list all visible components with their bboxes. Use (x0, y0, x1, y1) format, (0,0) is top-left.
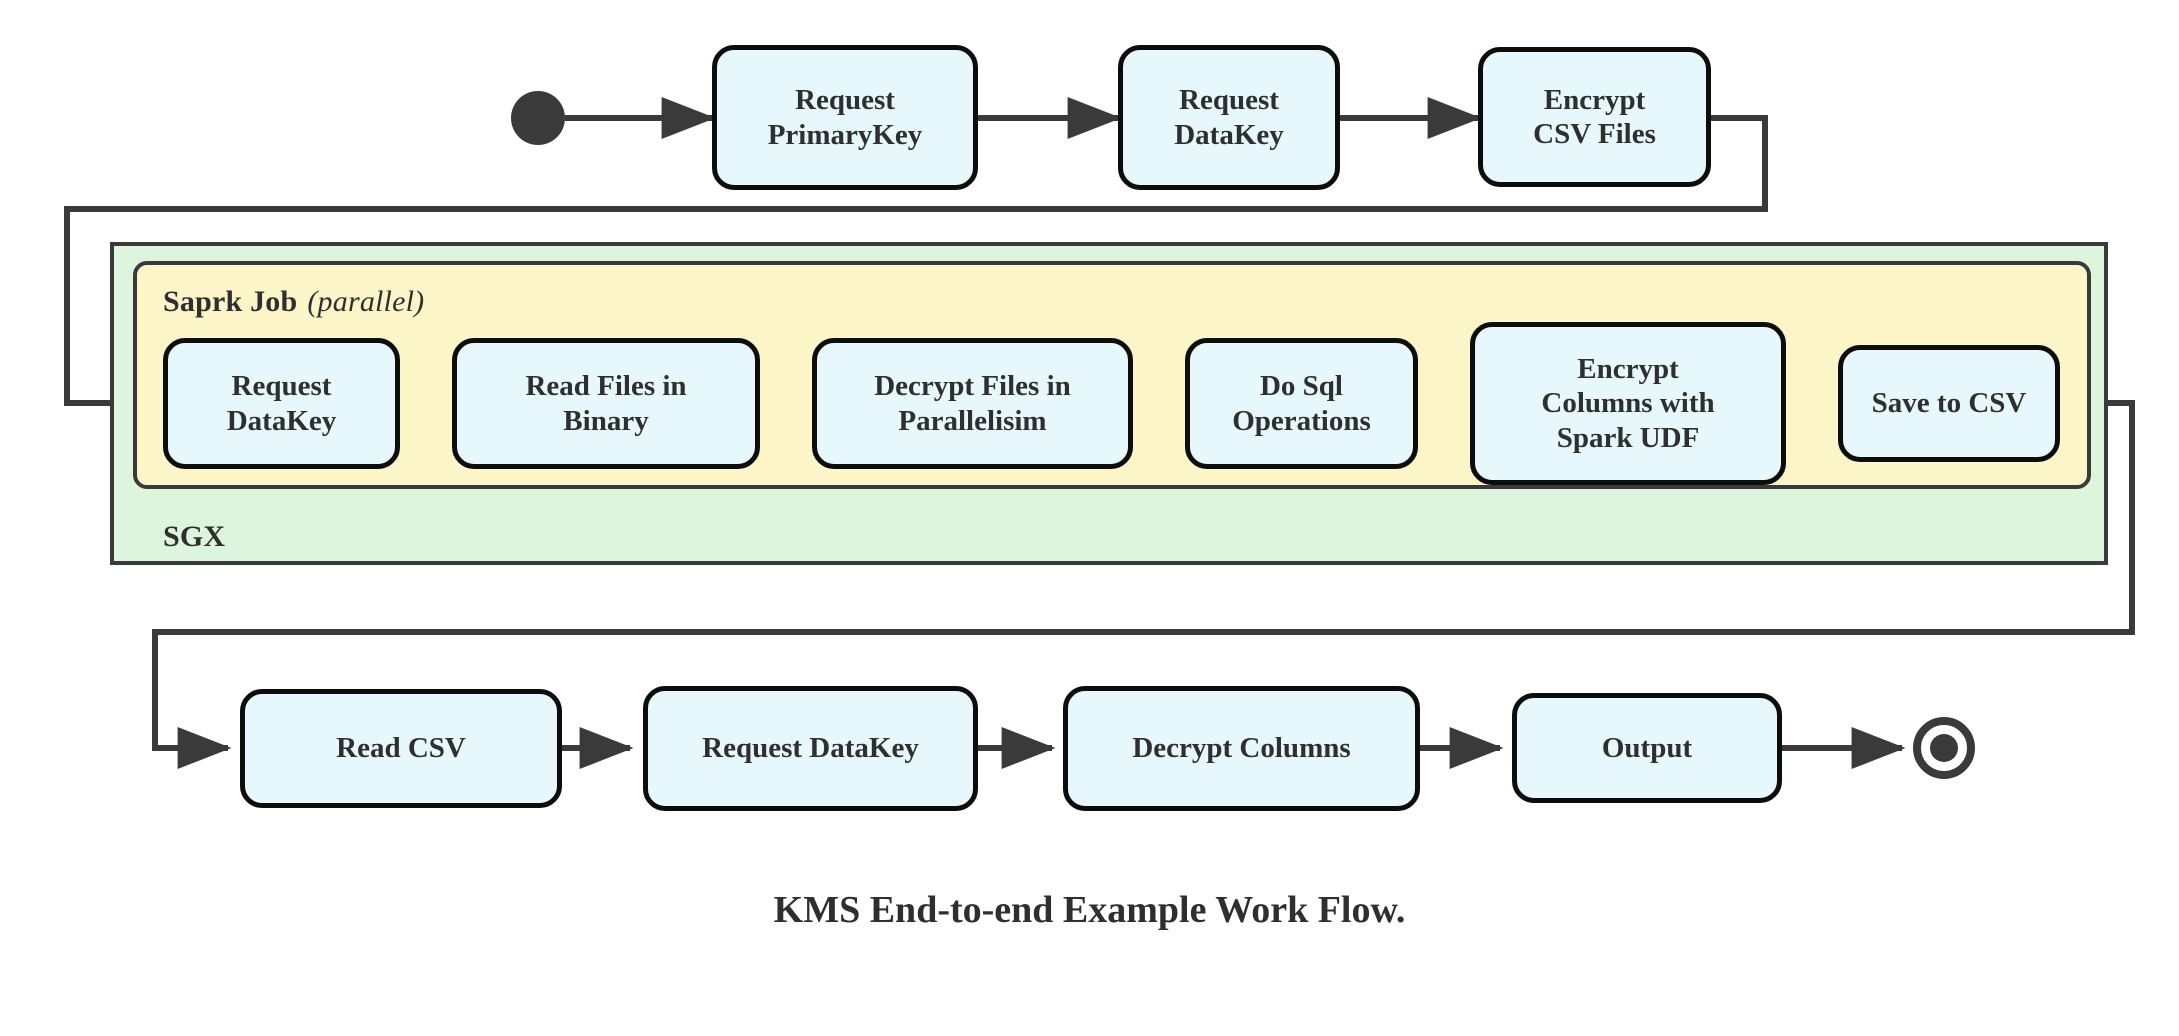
node-line: DataKey (1174, 118, 1284, 151)
node-decrypt-columns[interactable]: Decrypt Columns (1063, 686, 1420, 811)
node-line: Decrypt Columns (1132, 732, 1351, 765)
node-line: Read Files in (525, 370, 687, 403)
node-do-sql-operations[interactable]: Do Sql Operations (1185, 338, 1418, 469)
node-line: Output (1601, 731, 1693, 764)
node-line: Spark UDF (1556, 421, 1700, 454)
node-encrypt-columns-with-spark-udf[interactable]: Encrypt Columns with Spark UDF (1470, 322, 1786, 485)
spark-job-label: Saprk Job (parallel) (163, 285, 424, 319)
node-line: Encrypt (1577, 353, 1679, 386)
node-line: Request (1179, 84, 1279, 117)
node-line: PrimaryKey (767, 118, 923, 151)
node-line: DataKey (226, 404, 337, 437)
node-line: Request (795, 84, 895, 117)
node-line: Encrypt (1543, 83, 1646, 116)
node-request-datakey-bottom[interactable]: Request DataKey (643, 686, 978, 811)
node-line: Parallelisim (898, 404, 1047, 437)
node-request-datakey-spark[interactable]: Request DataKey (163, 338, 400, 469)
node-request-datakey-top[interactable]: Request DataKey (1118, 45, 1340, 190)
initial-state-node (511, 91, 565, 145)
node-read-csv[interactable]: Read CSV (240, 689, 562, 808)
node-request-primarykey[interactable]: Request PrimaryKey (712, 45, 978, 190)
node-save-to-csv[interactable]: Save to CSV (1838, 345, 2060, 462)
spark-job-modifier: (parallel) (307, 285, 425, 318)
node-decrypt-files-in-parallelisim[interactable]: Decrypt Files in Parallelisim (812, 338, 1133, 469)
diagram-caption: KMS End-to-end Example Work Flow. (773, 889, 1406, 931)
node-line: Decrypt Files in (874, 370, 1071, 403)
node-encrypt-csv-files[interactable]: Encrypt CSV Files (1478, 47, 1711, 187)
node-line: CSV Files (1533, 118, 1656, 150)
node-output[interactable]: Output (1512, 693, 1782, 803)
node-line: Columns with (1541, 387, 1715, 420)
spark-job-title: Saprk Job (163, 285, 298, 318)
node-line: Request DataKey (702, 732, 919, 765)
node-line: Save to CSV (1871, 387, 2027, 420)
node-read-files-in-binary[interactable]: Read Files in Binary (452, 338, 760, 469)
sgx-label: SGX (163, 520, 226, 553)
node-line: Binary (563, 404, 649, 437)
node-line: Request (231, 370, 332, 403)
final-state-inner-dot (1930, 734, 1958, 762)
node-line: Read CSV (336, 732, 466, 765)
node-line: Operations (1232, 404, 1371, 437)
node-line: Do Sql (1259, 370, 1343, 403)
final-state-node (1913, 717, 1975, 779)
